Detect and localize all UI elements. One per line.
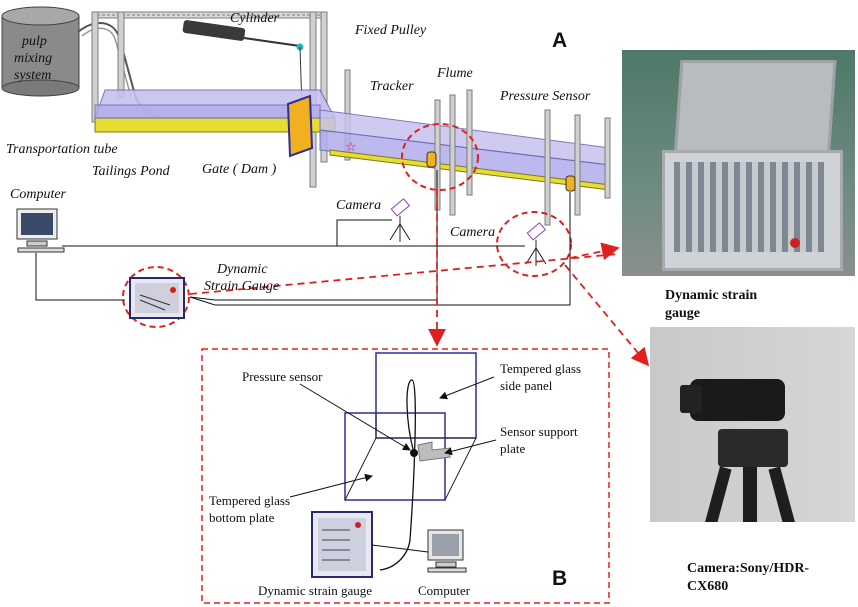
cylinder [182,20,304,109]
camera-tripod-1 [389,198,411,242]
tailings-pond-label: Tailings Pond [92,164,170,179]
pulp-mixing-tank [1,6,80,97]
gate-label: Gate ( Dam ) [202,162,277,177]
support-plate-label-line2: plate [500,441,526,456]
pressure-sensor-2 [565,175,576,192]
side-panel-label-line1: Tempered glass [500,361,582,376]
strain-gauge-label-line2: Strain Gauge [204,279,280,294]
computer-label-b: Computer [418,583,470,598]
pulp-label-line3: system [14,68,52,83]
tracker-star: ☆ [345,140,357,155]
computer-label-a: Computer [10,187,66,202]
pressure-sensor-label-b: Pressure sensor [242,369,323,384]
panel-b-letter: B [552,567,568,590]
pulp-label-line1: pulp [22,34,47,49]
wiring-a [35,170,571,306]
camera-photo [650,327,855,522]
transportation-tube-label: Transportation tube [6,142,118,157]
computer-a [16,208,65,253]
pressure-sensor-1 [426,151,437,168]
panel-a-letter: A [552,29,568,52]
strain-gauge-photo-caption: Dynamic strain gauge [665,288,758,321]
strain-gauge-photo [622,50,855,276]
bottom-plate-label-line2: bottom plate [209,510,275,525]
highlight-circles [122,123,572,328]
computer-b [371,529,467,573]
support-plate-label-line1: Sensor support [500,424,578,439]
gate-dam [286,94,314,158]
camera-label-1: Camera [336,198,382,213]
camera-label-2: Camera [450,225,496,240]
bottom-plate-label-line1: Tempered glass [209,493,291,508]
pulp-label-line2: mixing [14,51,53,66]
camera-photo-caption: Camera:Sony/HDR-CX680 [687,561,810,594]
strain-gauge-b [311,511,373,578]
red-arrows [189,190,650,367]
side-panel-label-line2: side panel [500,378,553,393]
pressure-sensor-label: Pressure Sensor [500,89,591,104]
glass-tank-schematic [344,352,477,571]
camera-tripod-2 [525,222,547,266]
strain-gauge-box-a [129,277,185,319]
panel-b-frame [201,348,610,604]
strain-gauge-label-line1: Dynamic [217,262,268,277]
cylinder-label: Cylinder [230,11,279,26]
flume-label: Flume [437,66,473,81]
support-posts [434,89,611,226]
strain-gauge-label-b: Dynamic strain gauge [258,583,373,598]
panel-b-leaders [289,376,497,498]
tracker-label: Tracker [370,79,414,94]
fixed-pulley-label: Fixed Pulley [355,23,427,38]
